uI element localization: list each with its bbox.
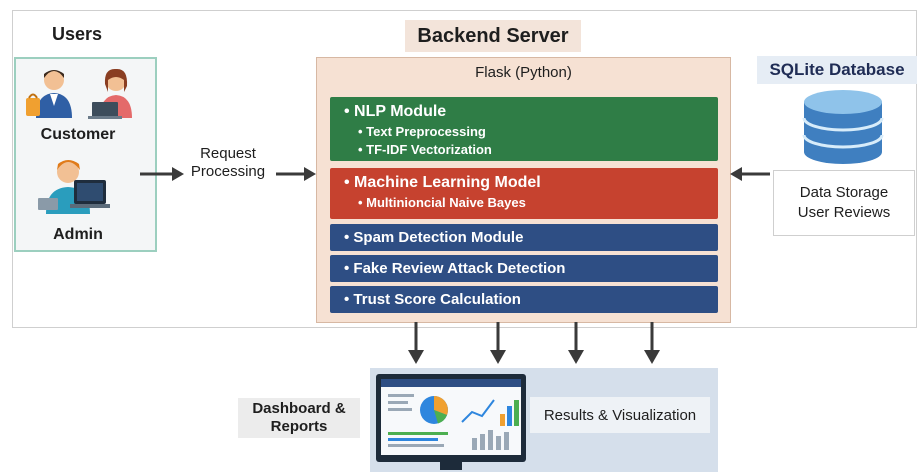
trust-score-label: • Trust Score Calculation [344,291,521,308]
monitor-icon [376,374,526,470]
results-visualization-label: Results & Visualization [530,397,710,433]
database-title: SQLite Database [757,56,917,84]
backend-title: Backend Server [405,20,581,52]
database-icon [802,90,884,164]
fake-review-detection-module: • Fake Review Attack Detection [330,255,718,282]
request-label-line1: Request [200,145,256,162]
request-processing-label: Request Processing [182,145,274,181]
database-line1: Data Storage [799,184,889,201]
nlp-module: • NLP Module • Text Preprocessing • TF-I… [330,97,718,161]
arrow-down-icon [408,322,424,364]
ml-model-module: • Machine Learning Model • Multinioncial… [330,168,718,219]
admin-icon [38,160,110,214]
dashboard-label-line1: Dashboard & [252,400,346,417]
users-title: Users [52,24,103,44]
customer-icon [26,68,132,119]
nlp-module-title: • NLP Module [344,103,447,120]
database-storage-box: Data Storage User Reviews [773,170,915,236]
nlp-item: • TF-IDF Vectorization [358,142,492,157]
down-arrows [408,322,660,364]
nlp-item: • Text Preprocessing [358,124,486,139]
spam-detection-label: • Spam Detection Module [344,229,524,246]
ml-model-title: • Machine Learning Model [344,174,541,191]
arrow-right-icon [140,167,184,181]
trust-score-module: • Trust Score Calculation [330,286,718,313]
arrow-right-icon [276,167,316,181]
arrow-down-icon [644,322,660,364]
arrow-left-icon [730,167,770,181]
users-panel [14,57,157,252]
arrow-down-icon [490,322,506,364]
ml-model-item: • Multinioncial Naive Bayes [358,195,526,210]
spam-detection-module: • Spam Detection Module [330,224,718,251]
dashboard-label: Dashboard & Reports [238,398,360,438]
database-line2: User Reviews [797,204,891,221]
dashboard-label-line2: Reports [270,418,328,435]
admin-label: Admin [53,226,103,243]
customer-label: Customer [40,126,116,143]
framework-label: Flask (Python) [475,64,572,81]
request-label-line2: Processing [190,163,266,180]
arrow-down-icon [568,322,584,364]
fake-review-detection-label: • Fake Review Attack Detection [344,260,566,277]
